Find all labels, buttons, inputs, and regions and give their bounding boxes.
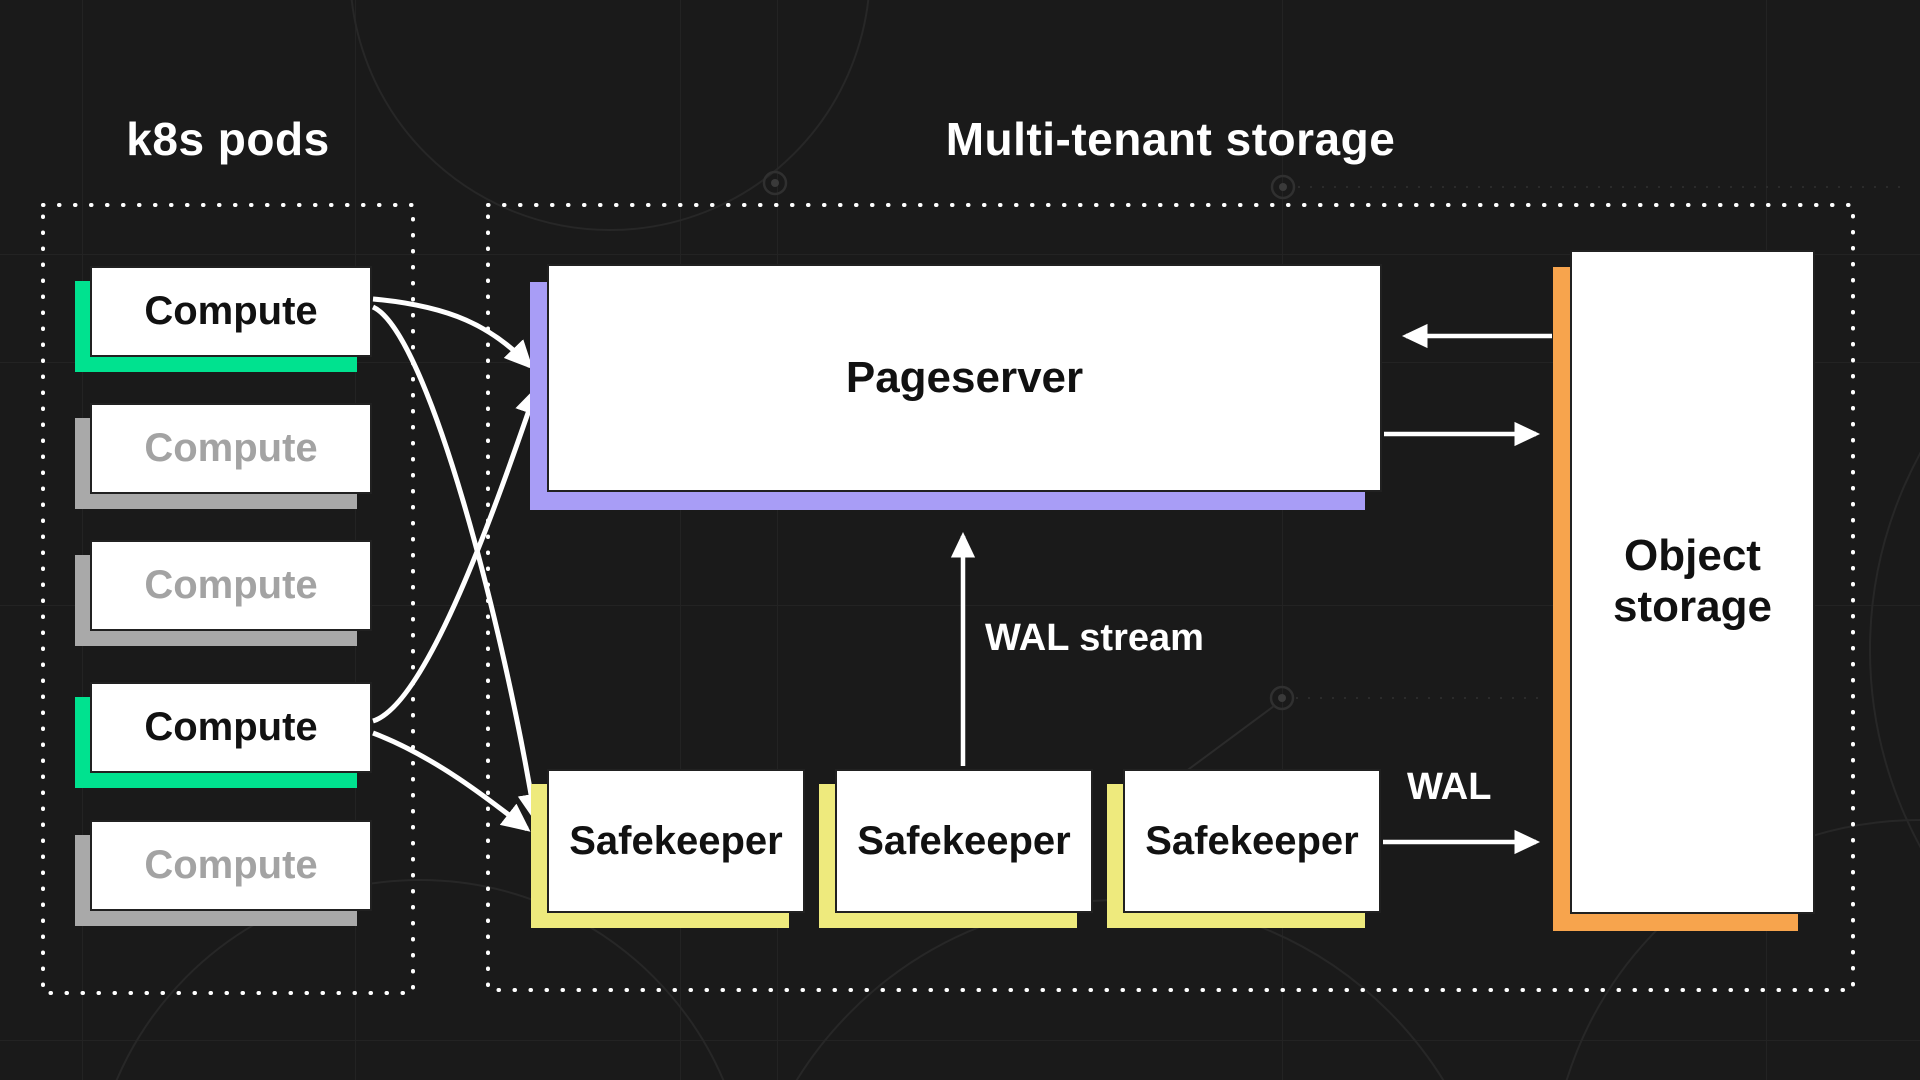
compute-node-4-label: Compute: [90, 682, 372, 773]
grid-line: [0, 1040, 1920, 1041]
pageserver-label: Pageserver: [547, 264, 1382, 492]
grid-line: [1282, 0, 1283, 1080]
grid-line: [82, 0, 83, 1080]
grid-line: [0, 605, 1920, 606]
compute-node-2-label: Compute: [90, 403, 372, 494]
object-storage-label-line2: storage: [1613, 582, 1772, 631]
grid-line: [0, 254, 1920, 255]
compute-node-5: Compute: [75, 820, 372, 926]
wal-stream-label: WAL stream: [985, 617, 1204, 659]
storage-panel-title: Multi-tenant storage: [945, 113, 1396, 165]
compute-node-1: Compute: [75, 266, 372, 372]
k8s-panel-border: [41, 203, 415, 995]
grid-line: [680, 0, 681, 1080]
object-storage-node: Object storage: [1553, 250, 1815, 931]
compute-node-2: Compute: [75, 403, 372, 509]
safekeeper-node-3: Safekeeper: [1107, 769, 1381, 928]
arrow-compute1-safekeeper: [371, 304, 545, 823]
safekeeper-2-label: Safekeeper: [835, 769, 1093, 913]
safekeeper-node-1: Safekeeper: [531, 769, 805, 928]
panel-borders: [41, 203, 1855, 995]
safekeeper-3-label: Safekeeper: [1123, 769, 1381, 913]
object-storage-label: Object storage: [1570, 250, 1815, 914]
compute-node-3-label: Compute: [90, 540, 372, 631]
compute-node-4: Compute: [75, 682, 372, 788]
wal-label: WAL: [1407, 766, 1492, 808]
grid-line: [777, 0, 778, 1080]
arrow-compute1-pageserver: [372, 296, 534, 370]
k8s-panel-title: k8s pods: [126, 113, 330, 165]
object-storage-label-line1: Object: [1624, 531, 1761, 581]
compute-node-3: Compute: [75, 540, 372, 646]
compute-node-1-label: Compute: [90, 266, 372, 357]
pageserver-node: Pageserver: [530, 264, 1382, 510]
safekeeper-1-label: Safekeeper: [547, 769, 805, 913]
arrow-compute4-pageserver: [372, 385, 541, 724]
flow-arrows: [371, 296, 1552, 855]
arrow-compute4-safekeeper: [372, 730, 531, 832]
storage-panel-border: [486, 203, 1855, 992]
compute-node-5-label: Compute: [90, 820, 372, 911]
safekeeper-node-2: Safekeeper: [819, 769, 1093, 928]
